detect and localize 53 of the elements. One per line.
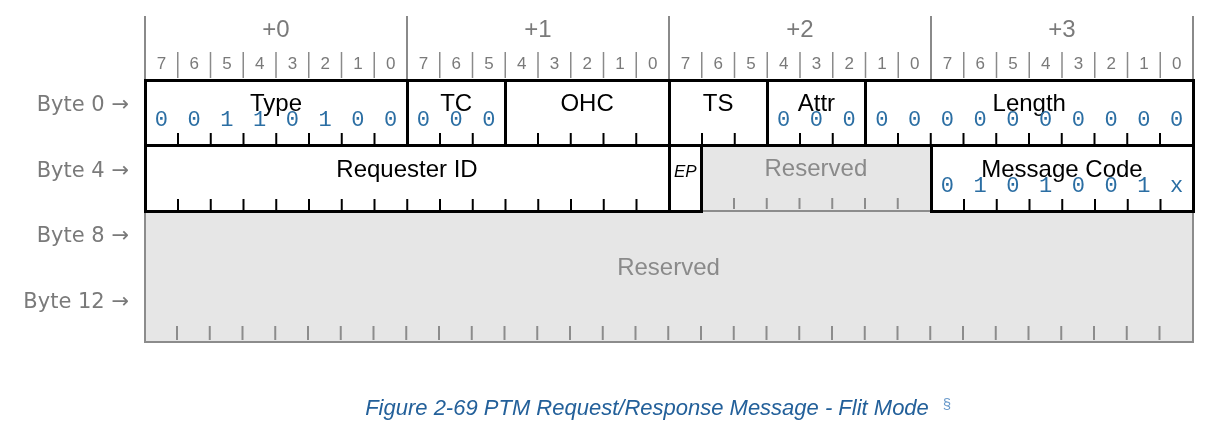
- bit-number: 1: [1139, 54, 1149, 74]
- bit-field: [929, 144, 1195, 213]
- bit-number: 1: [615, 54, 625, 74]
- bit-field: [864, 78, 1195, 147]
- bit-number: 3: [287, 54, 298, 74]
- byte-offset-label: +3: [1048, 15, 1076, 43]
- bit-number: 7: [418, 54, 429, 74]
- byte-row-label: Byte 12 →: [23, 287, 129, 314]
- bit-number: 5: [484, 54, 494, 74]
- bit-number: 2: [320, 54, 330, 74]
- bit-number: 3: [811, 54, 822, 74]
- byte-row-label: Byte 4 →: [36, 156, 129, 183]
- bit-number: 6: [451, 54, 461, 74]
- bit-number: 4: [1040, 54, 1051, 74]
- bit-number: 0: [1171, 54, 1182, 74]
- bit-number: 0: [647, 54, 658, 74]
- byte-row-label: Byte 0 →: [36, 91, 129, 117]
- reserved-field: [143, 209, 1195, 344]
- byte-offset-label: +2: [786, 15, 814, 43]
- bit-number: 6: [713, 54, 723, 74]
- byte-offset-label: +0: [262, 15, 290, 43]
- bit-number: 2: [1106, 54, 1116, 74]
- byte-offset-label: +1: [524, 15, 552, 43]
- bit-number: 4: [516, 54, 527, 74]
- bit-number: 7: [680, 54, 691, 74]
- bit-number: 3: [549, 54, 560, 74]
- bit-number: 0: [385, 54, 396, 74]
- bit-number: 7: [942, 54, 953, 74]
- field-name: Requester ID: [336, 155, 478, 182]
- field-name: Reserved: [617, 254, 720, 280]
- bit-number: 4: [254, 54, 265, 74]
- byte-row-label: Byte 8 →: [36, 222, 129, 248]
- field-name: TS: [702, 90, 734, 116]
- bit-number: 1: [353, 54, 363, 74]
- bit-number: 0: [909, 54, 920, 74]
- bit-number: 2: [844, 54, 854, 74]
- bit-number: 5: [746, 54, 756, 74]
- bit-number: 6: [975, 54, 985, 74]
- field-name: OHC: [560, 90, 614, 116]
- bit-number: 4: [778, 54, 789, 74]
- section-mark: §: [942, 395, 952, 413]
- bit-number: 7: [156, 54, 167, 74]
- bit-number: 6: [189, 54, 199, 74]
- field-name: EP: [674, 161, 697, 182]
- bit-number: 3: [1073, 54, 1084, 74]
- bit-number: 5: [222, 54, 232, 74]
- figure-caption: Figure 2-69 PTM Request/Response Message - Flit Mode: [365, 395, 929, 421]
- bit-number: 2: [582, 54, 592, 74]
- bit-number: 5: [1008, 54, 1018, 74]
- bit-number: 1: [877, 54, 887, 74]
- bit-field: [143, 78, 409, 147]
- bit-field: [143, 144, 671, 213]
- field-name: Reserved: [764, 155, 868, 181]
